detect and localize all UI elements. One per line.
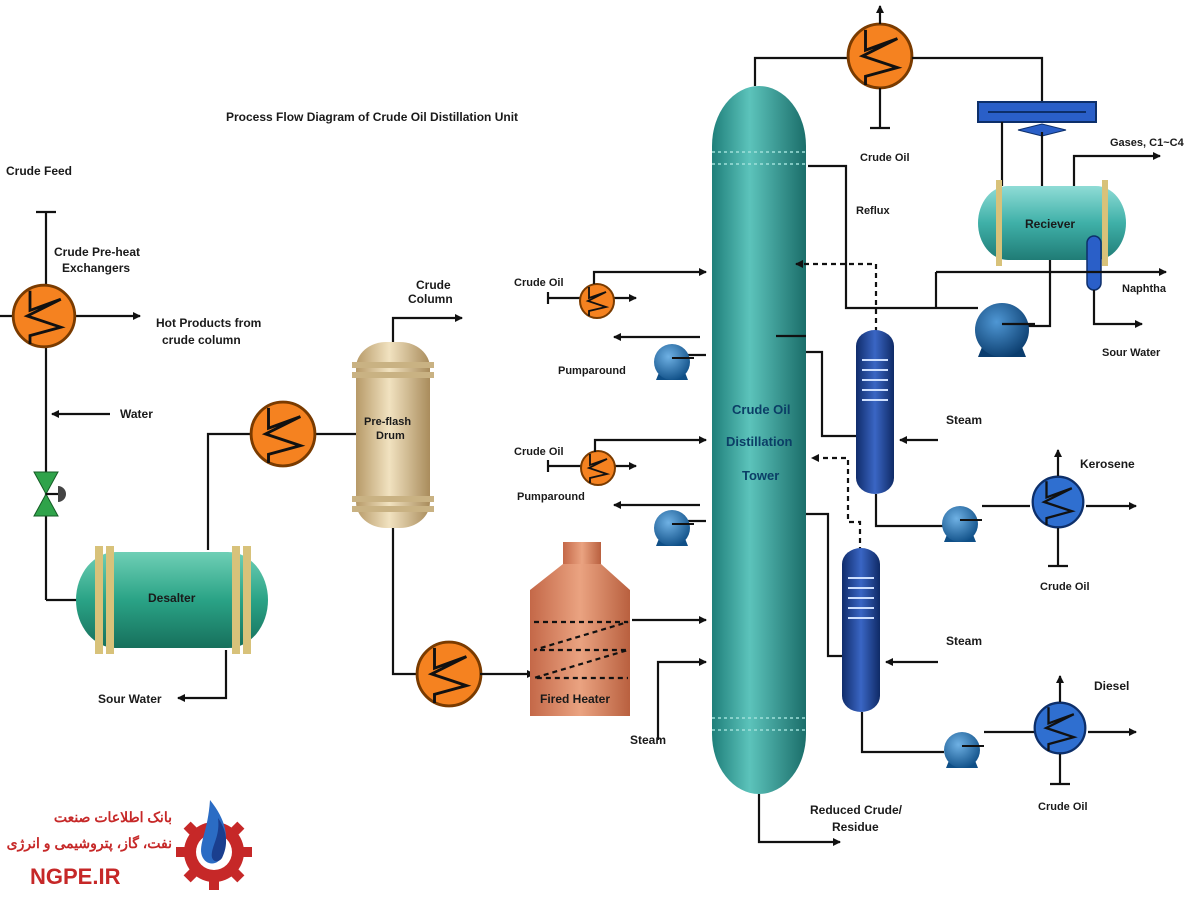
pumparound2-label: Pumparound	[517, 491, 585, 503]
hot-products-label-1: Hot Products from	[156, 316, 261, 330]
reflux-pump-icon	[975, 303, 1035, 357]
sour-water-left-label: Sour Water	[98, 692, 162, 706]
stripper1-bottom-line	[874, 494, 944, 528]
pumparound2-crude-oil-label: Crude Oil	[514, 446, 564, 458]
crude-column-label-2: Column	[408, 292, 453, 306]
hot-products-label-2: crude column	[162, 333, 241, 347]
steam-bottom-line	[656, 658, 707, 740]
water-label: Water	[120, 407, 153, 421]
tower-label-1: Crude Oil	[732, 402, 791, 417]
air-cooler-icon	[977, 101, 1097, 137]
gases-label: Gases, C1~C4	[1110, 137, 1185, 149]
valve-icon	[33, 471, 66, 517]
residue-line	[757, 794, 841, 846]
distillation-tower	[712, 86, 806, 794]
reflux-label: Reflux	[856, 205, 891, 217]
logo-text-line2: نفت، گاز، پتروشیمی و انرژی	[7, 835, 172, 852]
diesel-label: Diesel	[1094, 679, 1129, 693]
overhead-condenser-icon	[846, 22, 914, 90]
reduced-crude-label-1: Reduced Crude/	[810, 803, 903, 817]
diesel-crude-oil-label: Crude Oil	[1038, 801, 1088, 813]
overhead-line	[753, 56, 848, 86]
stripper2-feed-line	[806, 512, 846, 658]
crude-column-line	[391, 314, 463, 342]
naphtha-label: Naphtha	[1122, 283, 1167, 295]
steam2-label: Steam	[946, 634, 982, 648]
preflash-label-1: Pre-flash	[364, 416, 411, 428]
steam-heater-label: Steam	[630, 733, 666, 747]
pumparound1-pump-icon	[653, 343, 695, 381]
sour-water-right-line	[1092, 290, 1143, 328]
crude-feed-label: Crude Feed	[6, 164, 72, 178]
preheat-label-2: Exchangers	[62, 261, 130, 275]
to-air-cooler-line	[912, 56, 1044, 102]
reflux-line	[808, 164, 978, 310]
heater-feed-exchanger-icon	[415, 640, 483, 708]
crude-oil-top-label: Crude Oil	[860, 152, 910, 164]
pumparound1-label: Pumparound	[558, 365, 626, 377]
desalter-exchanger-icon	[249, 400, 317, 468]
sour-water-right-label: Sour Water	[1102, 347, 1161, 359]
pumparound2-exchanger-icon	[580, 450, 616, 486]
pumparound1-exchanger-icon	[579, 283, 615, 319]
stripper1-vapor-return	[795, 260, 878, 332]
receiver-vessel	[978, 180, 1126, 291]
logo-text-line1: بانک اطلاعات صنعت	[54, 809, 172, 825]
stripper2-vapor-return	[811, 454, 862, 552]
receiver-to-pump-line	[1020, 260, 1052, 328]
preheat-label-1: Crude Pre-heat	[54, 245, 140, 259]
gases-line	[1072, 152, 1161, 186]
fired-heater-label: Fired Heater	[540, 692, 610, 706]
kerosene-label: Kerosene	[1080, 457, 1135, 471]
desalter-outlet-line	[206, 432, 255, 550]
desalter-label: Desalter	[148, 591, 196, 605]
steam1-label: Steam	[946, 413, 982, 427]
diagram-title: Process Flow Diagram of Crude Oil Distil…	[226, 110, 518, 124]
diesel-stripper	[842, 548, 880, 712]
logo-brand: NGPE.IR	[30, 864, 121, 889]
diesel-cooler-icon	[1033, 701, 1087, 755]
pa1-return-line	[592, 268, 707, 284]
stripper2-bottom-line	[860, 712, 944, 754]
preflash-label-2: Drum	[376, 430, 405, 442]
tower-label-3: Tower	[742, 468, 779, 483]
kerosene-cooler-icon	[1031, 475, 1085, 529]
receiver-label: Reciever	[1025, 217, 1075, 231]
sour-water-line	[177, 650, 228, 702]
preflash-drum	[352, 342, 434, 528]
pumparound1-crude-oil-label: Crude Oil	[514, 277, 564, 289]
crude-column-label-1: Crude	[416, 278, 451, 292]
pumparound2-pump-icon	[653, 509, 695, 547]
preheat-exchanger-icon	[11, 283, 77, 349]
kerosene-crude-oil-label: Crude Oil	[1040, 581, 1090, 593]
pa2-return-line	[593, 436, 707, 452]
kerosene-pump-icon	[941, 505, 983, 543]
diesel-pump-icon	[943, 731, 985, 769]
stripper1-feed-line	[806, 350, 856, 438]
drum-bottom-line	[391, 528, 420, 676]
fired-heater	[530, 542, 630, 716]
flame-logo-icon	[176, 800, 252, 890]
tower-label-2: Distillation	[726, 434, 793, 449]
desalter-vessel	[76, 546, 268, 654]
kerosene-stripper	[856, 330, 894, 494]
reduced-crude-label-2: Residue	[832, 820, 879, 834]
